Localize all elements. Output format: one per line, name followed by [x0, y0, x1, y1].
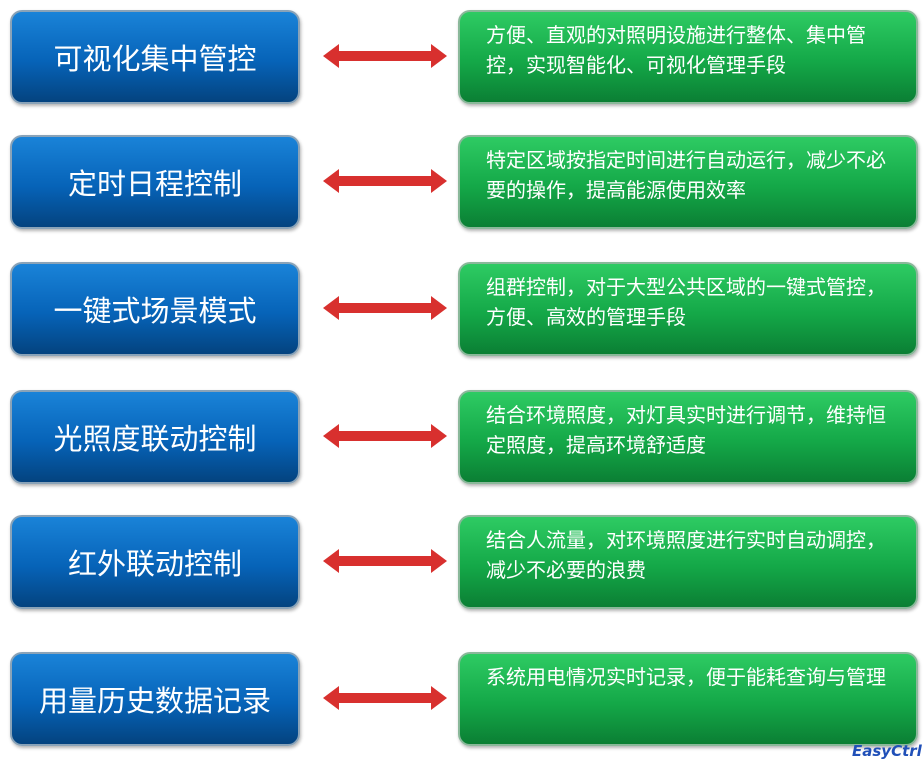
- double-arrow-icon: [323, 44, 447, 68]
- feature-row: 用量历史数据记录 系统用电情况实时记录，便于能耗查询与管理: [0, 652, 924, 748]
- feature-row: 光照度联动控制 结合环境照度，对灯具实时进行调节，维持恒定照度，提高环境舒适度: [0, 390, 924, 486]
- description-box: 组群控制，对于大型公共区域的一键式管控，方便、高效的管理手段: [458, 262, 918, 356]
- feature-box: 红外联动控制: [10, 515, 300, 609]
- double-arrow-icon: [323, 424, 447, 448]
- feature-box: 光照度联动控制: [10, 390, 300, 484]
- double-arrow-icon: [323, 686, 447, 710]
- feature-row: 定时日程控制 特定区域按指定时间进行自动运行，减少不必要的操作，提高能源使用效率: [0, 135, 924, 231]
- description-box: 方便、直观的对照明设施进行整体、集中管控，实现智能化、可视化管理手段: [458, 10, 918, 104]
- description-box: 结合环境照度，对灯具实时进行调节，维持恒定照度，提高环境舒适度: [458, 390, 918, 484]
- feature-box: 定时日程控制: [10, 135, 300, 229]
- double-arrow-icon: [323, 549, 447, 573]
- feature-row: 红外联动控制 结合人流量，对环境照度进行实时自动调控，减少不必要的浪费: [0, 515, 924, 611]
- feature-box: 可视化集中管控: [10, 10, 300, 104]
- feature-row: 可视化集中管控 方便、直观的对照明设施进行整体、集中管控，实现智能化、可视化管理…: [0, 10, 924, 106]
- description-box: 特定区域按指定时间进行自动运行，减少不必要的操作，提高能源使用效率: [458, 135, 918, 229]
- double-arrow-icon: [323, 296, 447, 320]
- description-box: 结合人流量，对环境照度进行实时自动调控，减少不必要的浪费: [458, 515, 918, 609]
- easyctrl-logo: EasyCtrl: [852, 742, 922, 760]
- feature-box: 用量历史数据记录: [10, 652, 300, 746]
- double-arrow-icon: [323, 169, 447, 193]
- description-box: 系统用电情况实时记录，便于能耗查询与管理: [458, 652, 918, 746]
- feature-box: 一键式场景模式: [10, 262, 300, 356]
- feature-row: 一键式场景模式 组群控制，对于大型公共区域的一键式管控，方便、高效的管理手段: [0, 262, 924, 358]
